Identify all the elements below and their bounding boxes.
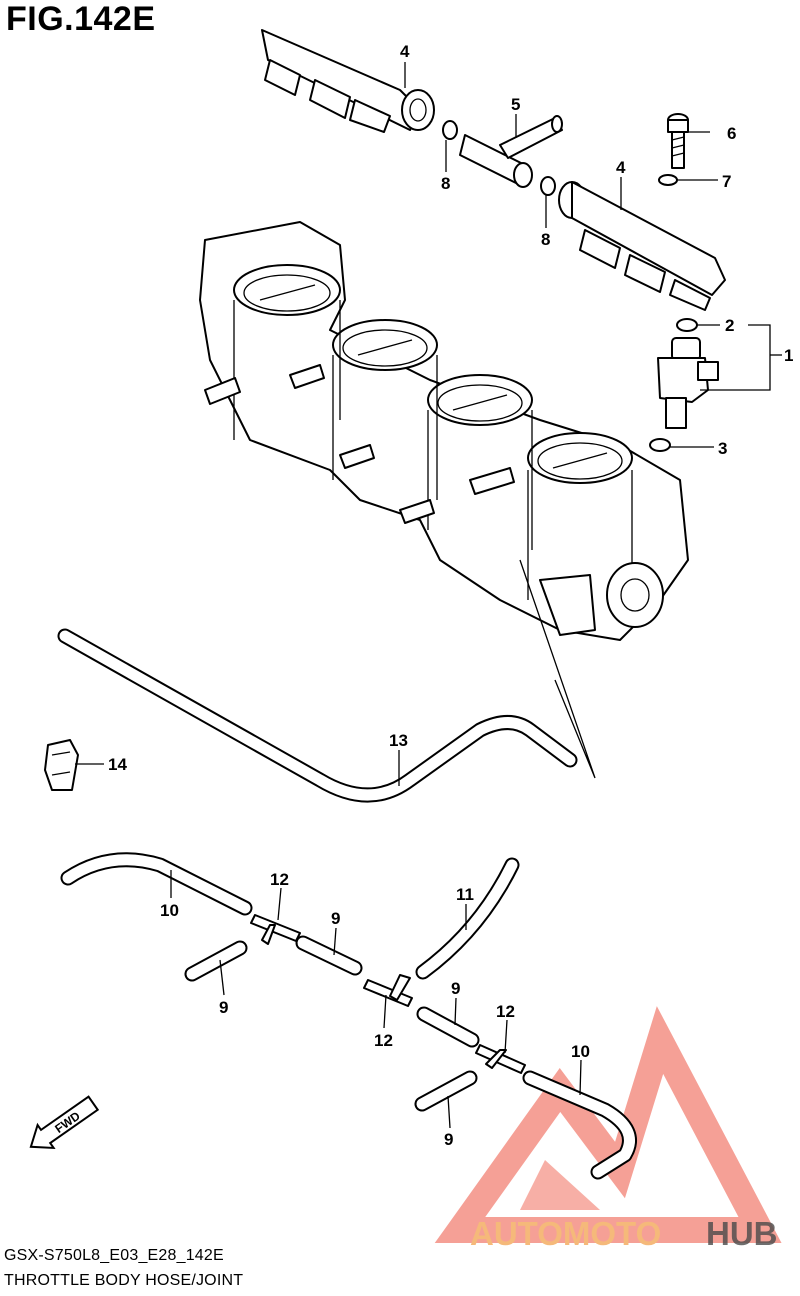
hose-9-a [295, 935, 363, 976]
callout-12-b: 12 [374, 1031, 393, 1050]
callout-9-c: 9 [451, 979, 460, 998]
fwd-arrow-icon: FWD [29, 1095, 100, 1150]
leader-lines [75, 62, 782, 1129]
hose-9-c [416, 1006, 480, 1048]
callout-2: 2 [725, 316, 734, 335]
cushion-seal-3 [649, 438, 671, 452]
callout-12-c: 12 [496, 1002, 515, 1021]
callout-4-right: 4 [616, 158, 626, 177]
t-joint-12-c [475, 1044, 526, 1074]
figure-title: FIG.142E [6, 0, 156, 38]
callout-7: 7 [722, 172, 731, 191]
callout-3: 3 [718, 439, 727, 458]
callout-10-right: 10 [571, 1042, 590, 1061]
watermark-logo [434, 1006, 782, 1243]
fuel-injector-1 [657, 337, 719, 429]
fuel-joint-5 [459, 115, 563, 188]
figure-caption: THROTTLE BODY HOSE/JOINT [4, 1272, 244, 1289]
callout-6: 6 [727, 124, 736, 143]
clamp-14 [44, 739, 79, 791]
figure-code: GSX-S750L8_E03_E28_142E [4, 1247, 224, 1264]
hose-11 [415, 857, 520, 980]
watermark-text-primary: AUTOMOTO [470, 1215, 661, 1252]
callout-9-b: 9 [219, 998, 228, 1017]
callout-8-upper: 8 [441, 174, 450, 193]
callout-12-a: 12 [270, 870, 289, 889]
callout-10-left: 10 [160, 901, 179, 920]
o-ring-8-upper [442, 120, 458, 140]
throttle-body-assembly [199, 221, 689, 641]
callout-13: 13 [389, 731, 408, 750]
hose-9-b [184, 940, 248, 982]
o-ring-2 [676, 318, 698, 332]
hose-9-d [414, 1070, 478, 1112]
hose-10-right [522, 1070, 637, 1180]
callout-9-a: 9 [331, 909, 340, 928]
hose-13 [57, 628, 578, 803]
t-joint-12-a [250, 914, 301, 945]
leader-triangle [519, 559, 596, 779]
fuel-delivery-pipe-left [261, 29, 435, 133]
washer-7 [658, 174, 678, 186]
callout-8-lower: 8 [541, 230, 550, 249]
o-ring-8-lower [540, 176, 556, 196]
t-joint-12-b [363, 974, 413, 1007]
callout-9-d: 9 [444, 1130, 453, 1149]
bolt-6 [667, 113, 689, 169]
hose-10-left [60, 852, 253, 916]
callout-4-left: 4 [400, 42, 410, 61]
watermark-text-secondary: HUB [706, 1215, 778, 1252]
callout-14: 14 [108, 755, 127, 774]
callouts: 1 2 3 4 4 5 6 7 8 8 13 14 10 12 9 9 11 1… [108, 42, 793, 1149]
callout-1: 1 [784, 346, 793, 365]
watermark-wordmark: AUTOMOTO HUB [470, 1215, 778, 1252]
callout-5: 5 [511, 95, 520, 114]
fuel-delivery-pipe-right [558, 181, 726, 311]
callout-11: 11 [456, 885, 474, 904]
